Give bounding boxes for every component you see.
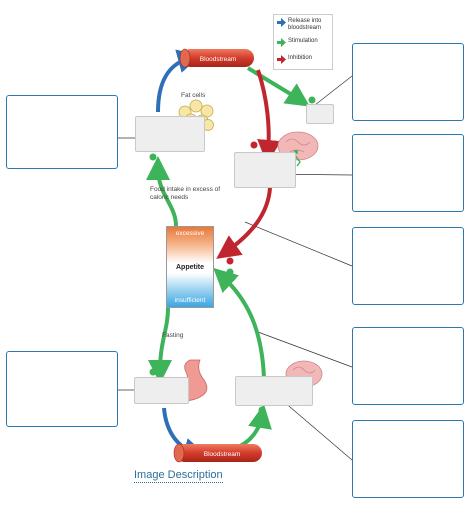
drop-target-stomach[interactable] <box>134 377 189 404</box>
release-arrow-icon <box>277 18 286 27</box>
plus-marker-icon <box>308 96 316 104</box>
answer-box-right-4[interactable] <box>352 327 464 405</box>
drop-target-fat-cells[interactable] <box>135 116 205 152</box>
answer-box-right-5[interactable] <box>352 420 464 498</box>
appetite-excessive-label: excessive <box>175 230 205 237</box>
leader-line-stimulation <box>257 331 353 368</box>
image-description-link[interactable]: Image Description <box>134 469 223 483</box>
leader-line-inhibition <box>244 221 353 267</box>
stimulation-arrow-fasting <box>148 307 173 384</box>
inhibition-arrow-top <box>256 69 282 164</box>
appetite-scale: excessive Appetite insufficient <box>166 226 214 308</box>
plus-marker-icon <box>226 268 234 276</box>
drop-target-brain-bottom[interactable] <box>235 376 313 406</box>
answer-box-right-1[interactable] <box>352 43 464 121</box>
legend-inhibition-label: Inhibition <box>288 55 313 61</box>
stimulation-arrow-brain-appetite <box>213 267 266 379</box>
drop-target-top-right[interactable] <box>306 104 334 124</box>
answer-box-left-top[interactable] <box>6 95 118 169</box>
inhibition-arrow-icon <box>277 55 286 64</box>
effect-markers <box>149 96 316 414</box>
plus-marker-icon <box>149 368 157 376</box>
inhibition-arrow-brain-appetite <box>216 187 272 259</box>
stimulation-arrow-icon <box>277 38 286 47</box>
legend-inhibition: Inhibition <box>277 55 330 64</box>
fat-cells-label: Fat cells <box>181 92 206 99</box>
stimulation-arrow-top-right <box>246 66 310 107</box>
legend-stimulation: Stimulation <box>277 38 330 47</box>
legend-release-label: Release into bloodstream <box>288 18 322 31</box>
answer-box-right-3[interactable] <box>352 227 464 305</box>
fasting-label: Fasting <box>162 332 184 339</box>
legend: Release into bloodstream Stimulation Inh… <box>273 14 333 70</box>
legend-release: Release into bloodstream <box>277 18 330 32</box>
plus-marker-icon <box>149 153 157 161</box>
minus-marker-icon <box>250 141 258 149</box>
bloodstream-bottom-label: Bloodstream <box>204 451 241 458</box>
answer-box-left-bottom[interactable] <box>6 351 118 427</box>
legend-stimulation-label: Stimulation <box>288 38 318 44</box>
stimulation-arrow-bottom-brain <box>239 404 272 448</box>
bloodstream-pipe-bottom: Bloodstream <box>173 443 262 463</box>
drop-target-brain-top[interactable] <box>234 152 296 188</box>
minus-marker-icon <box>226 257 234 265</box>
answer-box-right-2[interactable] <box>352 134 464 212</box>
appetite-insufficient-label: insufficient <box>174 297 206 304</box>
bloodstream-top-label: Bloodstream <box>200 56 237 63</box>
bloodstream-pipe-top: Bloodstream <box>179 48 254 68</box>
food-intake-label: Food intake in excess of caloric needs <box>150 186 221 201</box>
plus-marker-icon <box>258 406 266 414</box>
stimulation-arrow-food-intake <box>146 156 178 227</box>
appetite-label: Appetite <box>176 264 204 271</box>
